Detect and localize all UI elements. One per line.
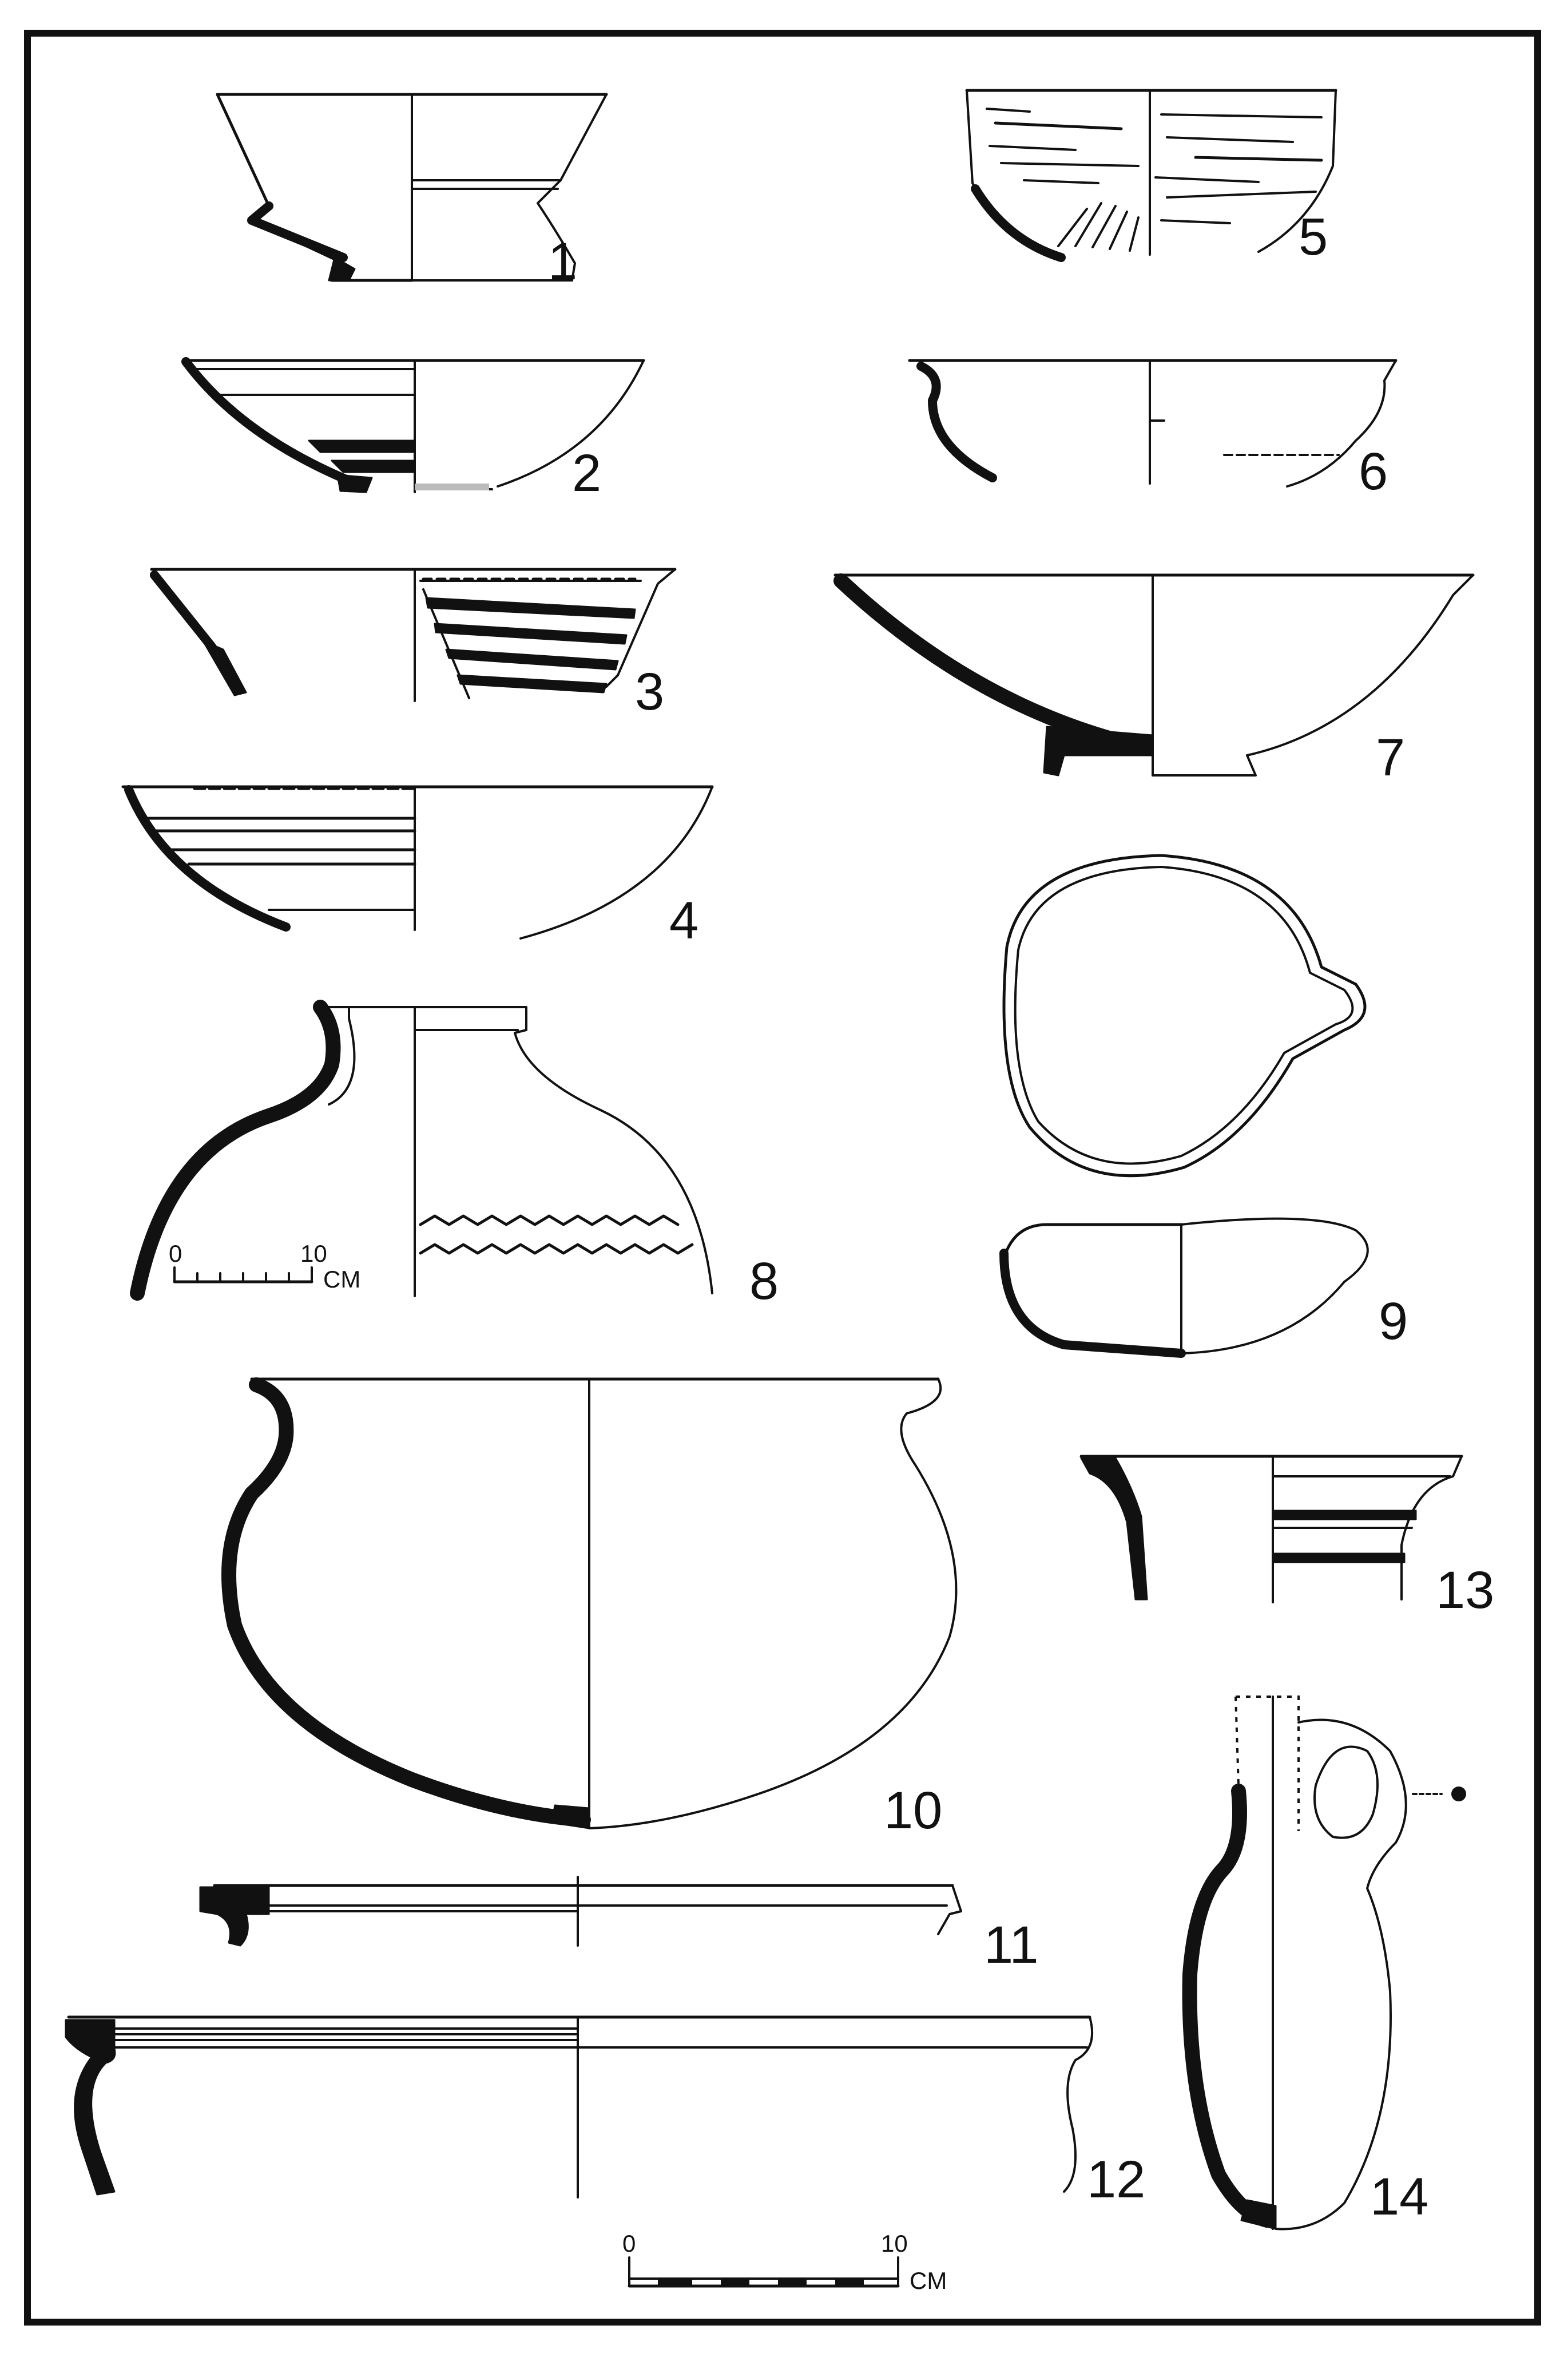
scale-small-start: 0 (169, 1240, 182, 1267)
vessel-6: 6 (908, 359, 1398, 501)
vessel-4: 4 (121, 785, 714, 950)
vessel-9-plan (1002, 854, 1367, 1178)
vessel-3-decoration (419, 577, 642, 699)
vessel-10-label: 10 (884, 1781, 942, 1840)
vessel-10: 10 (221, 1377, 958, 1840)
vessel-5: 5 (965, 89, 1337, 266)
vessel-4-label: 4 (669, 892, 698, 950)
vessel-3-label: 3 (635, 663, 664, 721)
vessel-14-label: 14 (1370, 2168, 1428, 2226)
scale-main-unit: CM (910, 2267, 947, 2294)
vessel-9-label: 9 (1379, 1292, 1408, 1350)
vessel-14: 14 (1182, 1696, 1466, 2231)
vessel-8-label: 8 (749, 1252, 779, 1310)
vessel-8: 0 10 CM 8 (130, 1000, 779, 1310)
vessel-9: 9 (999, 854, 1408, 1358)
vessel-6-label: 6 (1359, 442, 1388, 501)
vessel-12: 12 (65, 2015, 1145, 2209)
vessel-1: 1 (216, 93, 608, 291)
vessel-13: 13 (1079, 1455, 1494, 1619)
scale-small-end: 10 (300, 1240, 327, 1267)
vessel-5-label: 5 (1299, 208, 1328, 266)
vessel-2: 2 (181, 357, 645, 502)
vessel-3: 3 (150, 568, 677, 721)
scale-bar-small: 0 10 CM (169, 1240, 360, 1293)
plate-frame (24, 30, 1541, 2326)
vessel-5-burnish (986, 108, 1323, 252)
scale-bar-main: 0 10 CM (622, 2230, 947, 2294)
vessel-11: 11 (199, 1876, 1039, 1974)
scale-small-unit: CM (323, 1266, 360, 1293)
vessel-2-label: 2 (572, 444, 601, 502)
vessel-7-label: 7 (1376, 728, 1405, 787)
scale-main-end: 10 (881, 2230, 908, 2257)
vessel-1-label: 1 (548, 232, 577, 291)
vessel-11-label: 11 (984, 1916, 1039, 1974)
vessel-13-label: 13 (1436, 1561, 1494, 1619)
vessel-7: 7 (833, 573, 1475, 787)
vessel-12-label: 12 (1087, 2150, 1145, 2209)
handle-section-dot (1451, 1786, 1466, 1801)
scale-main-start: 0 (622, 2230, 636, 2257)
